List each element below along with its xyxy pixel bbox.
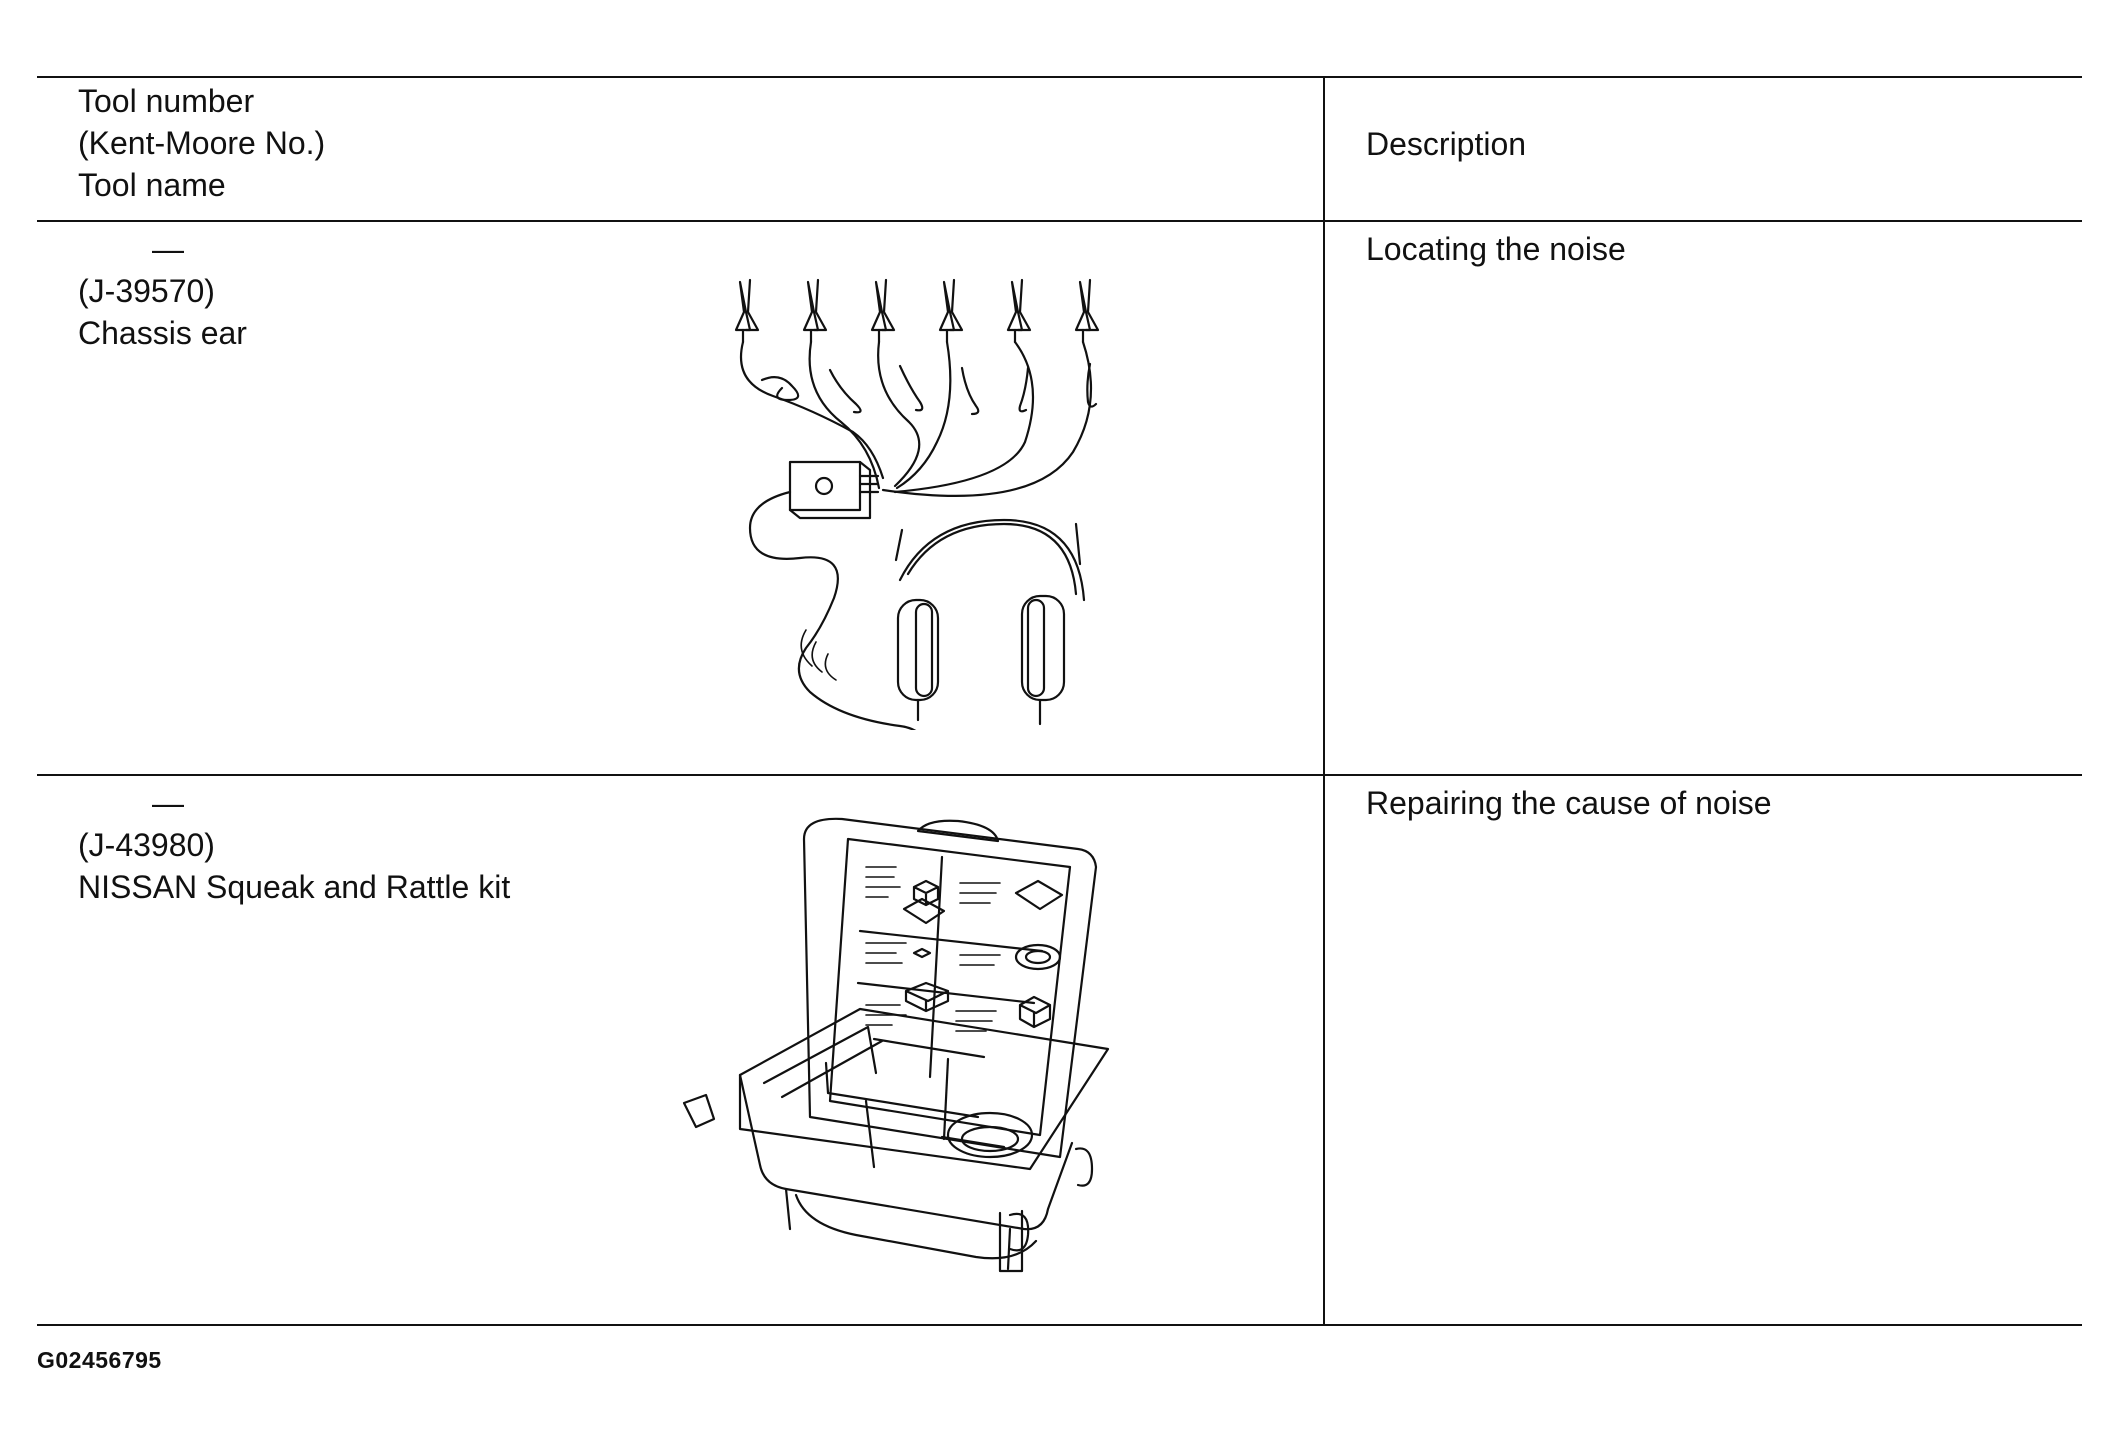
junction-box-icon xyxy=(788,460,880,520)
clip-icon xyxy=(870,278,896,344)
table-top-rule xyxy=(37,76,2082,78)
squeak-rattle-kit-illustration xyxy=(670,805,1130,1295)
chassis-ear-illustration xyxy=(700,270,1140,730)
row-1-bottom-rule xyxy=(37,774,2082,776)
row-2-description: Repairing the cause of noise xyxy=(1366,785,1772,821)
case-base-icon xyxy=(682,1007,1110,1273)
column-divider xyxy=(1323,76,1325,1325)
clip-icon xyxy=(1074,278,1100,344)
row-2-kent-moore: (J-43980) xyxy=(78,827,215,863)
row-2-tool-number: — xyxy=(152,785,184,821)
clip-icon xyxy=(1006,278,1032,344)
row-2-tool-name: NISSAN Squeak and Rattle kit xyxy=(78,869,511,905)
headphones-icon xyxy=(894,518,1086,726)
header-tool-name: Tool name xyxy=(78,167,226,203)
case-lid-icon xyxy=(802,817,1098,1159)
row-1-description: Locating the noise xyxy=(1366,231,1626,267)
clip-icon xyxy=(734,278,760,344)
table-bottom-rule xyxy=(37,1324,2082,1326)
header-bottom-rule xyxy=(37,220,2082,222)
header-kent-moore: (Kent-Moore No.) xyxy=(78,125,326,161)
row-2-tool-info: — (J-43980) NISSAN Squeak and Rattle kit xyxy=(78,782,510,908)
sensor-coil-icon xyxy=(760,362,1098,416)
row-1-kent-moore: (J-39570) xyxy=(78,273,215,309)
row-1-tool-info: — (J-39570) Chassis ear xyxy=(78,228,247,354)
tool-column-header: Tool number (Kent-Moore No.) Tool name xyxy=(78,80,325,206)
row-1-tool-number: — xyxy=(152,231,184,267)
description-column-header: Description xyxy=(1366,126,1527,162)
lead-wires xyxy=(739,340,1093,498)
figure-code: G02456795 xyxy=(37,1347,162,1373)
clip-icon xyxy=(802,278,828,344)
clip-icon xyxy=(938,278,964,344)
probe-cable-icon xyxy=(748,490,916,730)
header-tool-number: Tool number xyxy=(78,83,255,119)
row-1-tool-name: Chassis ear xyxy=(78,315,247,351)
